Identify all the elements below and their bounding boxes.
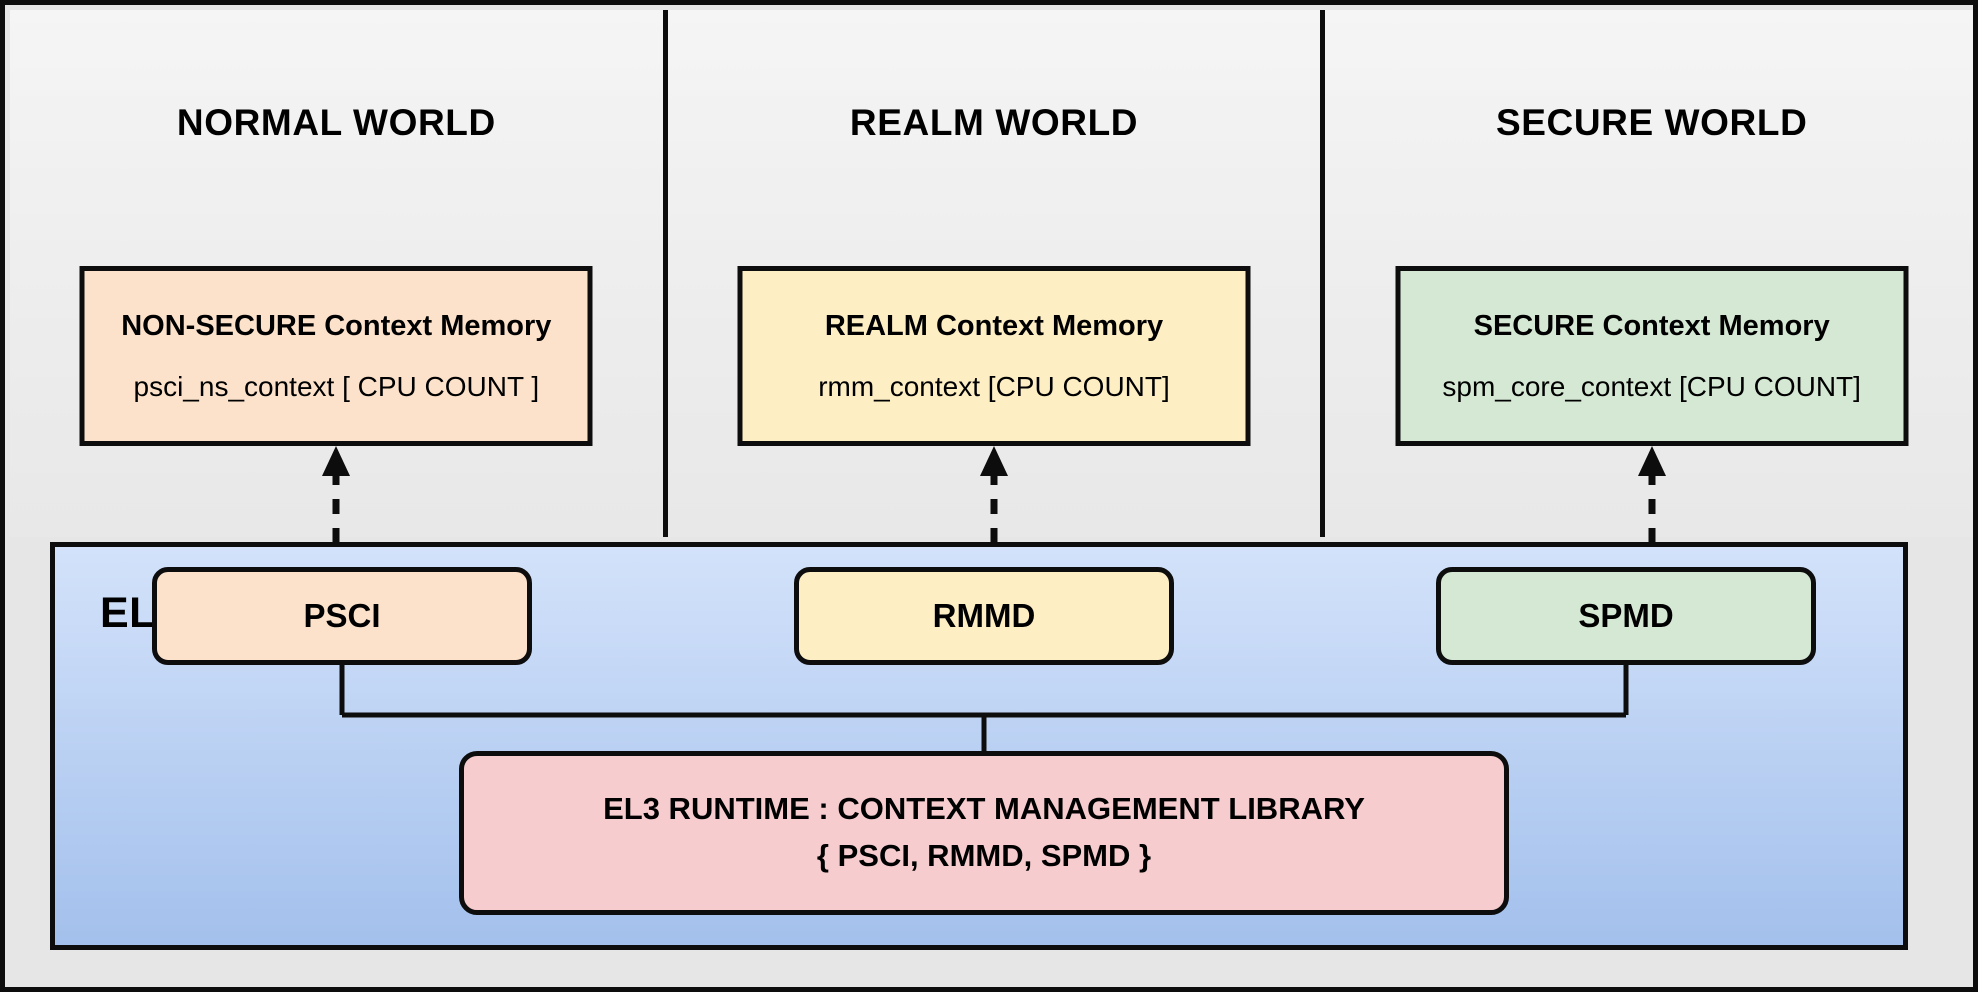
el3-runtime-library-line2: { PSCI, RMMD, SPMD } <box>816 838 1152 873</box>
context-memory-box-secure: SECURE Context Memory spm_core_context [… <box>1395 266 1909 446</box>
context-memory-title-realm: REALM Context Memory <box>824 309 1164 342</box>
world-panel-secure: SECURE WORLD SECURE Context Memory spm_c… <box>1320 10 1973 581</box>
context-memory-box-non-secure: NON-SECURE Context Memory psci_ns_contex… <box>79 266 593 446</box>
el3-panel: EL3 PSCI RMMD SPMD EL3 RUNTIME : CONTEXT… <box>50 542 1908 950</box>
context-memory-code-realm: rmm_context [CPU COUNT] <box>818 370 1170 402</box>
world-panel-realm: REALM WORLD REALM Context Memory rmm_con… <box>662 10 1321 581</box>
dispatcher-psci[interactable]: PSCI <box>152 567 532 665</box>
world-title-secure: SECURE WORLD <box>1495 102 1808 143</box>
dispatcher-rmmd[interactable]: RMMD <box>794 567 1174 665</box>
world-panel-normal: NORMAL WORLD NON-SECURE Context Memory p… <box>10 10 663 581</box>
context-memory-code-secure: spm_core_context [CPU COUNT] <box>1442 370 1861 402</box>
el3-runtime-library-box: EL3 RUNTIME : CONTEXT MANAGEMENT LIBRARY… <box>459 751 1509 915</box>
context-memory-title-non-secure: NON-SECURE Context Memory <box>121 309 552 342</box>
el3-runtime-library-line1: EL3 RUNTIME : CONTEXT MANAGEMENT LIBRARY <box>603 791 1365 827</box>
world-title-realm: REALM WORLD <box>849 102 1139 143</box>
context-memory-box-realm: REALM Context Memory rmm_context [CPU CO… <box>737 266 1251 446</box>
worlds-strip: NORMAL WORLD NON-SECURE Context Memory p… <box>10 10 1973 581</box>
world-title-normal: NORMAL WORLD <box>176 102 496 143</box>
context-memory-code-non-secure: psci_ns_context [ CPU COUNT ] <box>133 370 540 402</box>
dispatcher-spmd[interactable]: SPMD <box>1436 567 1816 665</box>
context-memory-title-secure: SECURE Context Memory <box>1473 309 1830 342</box>
